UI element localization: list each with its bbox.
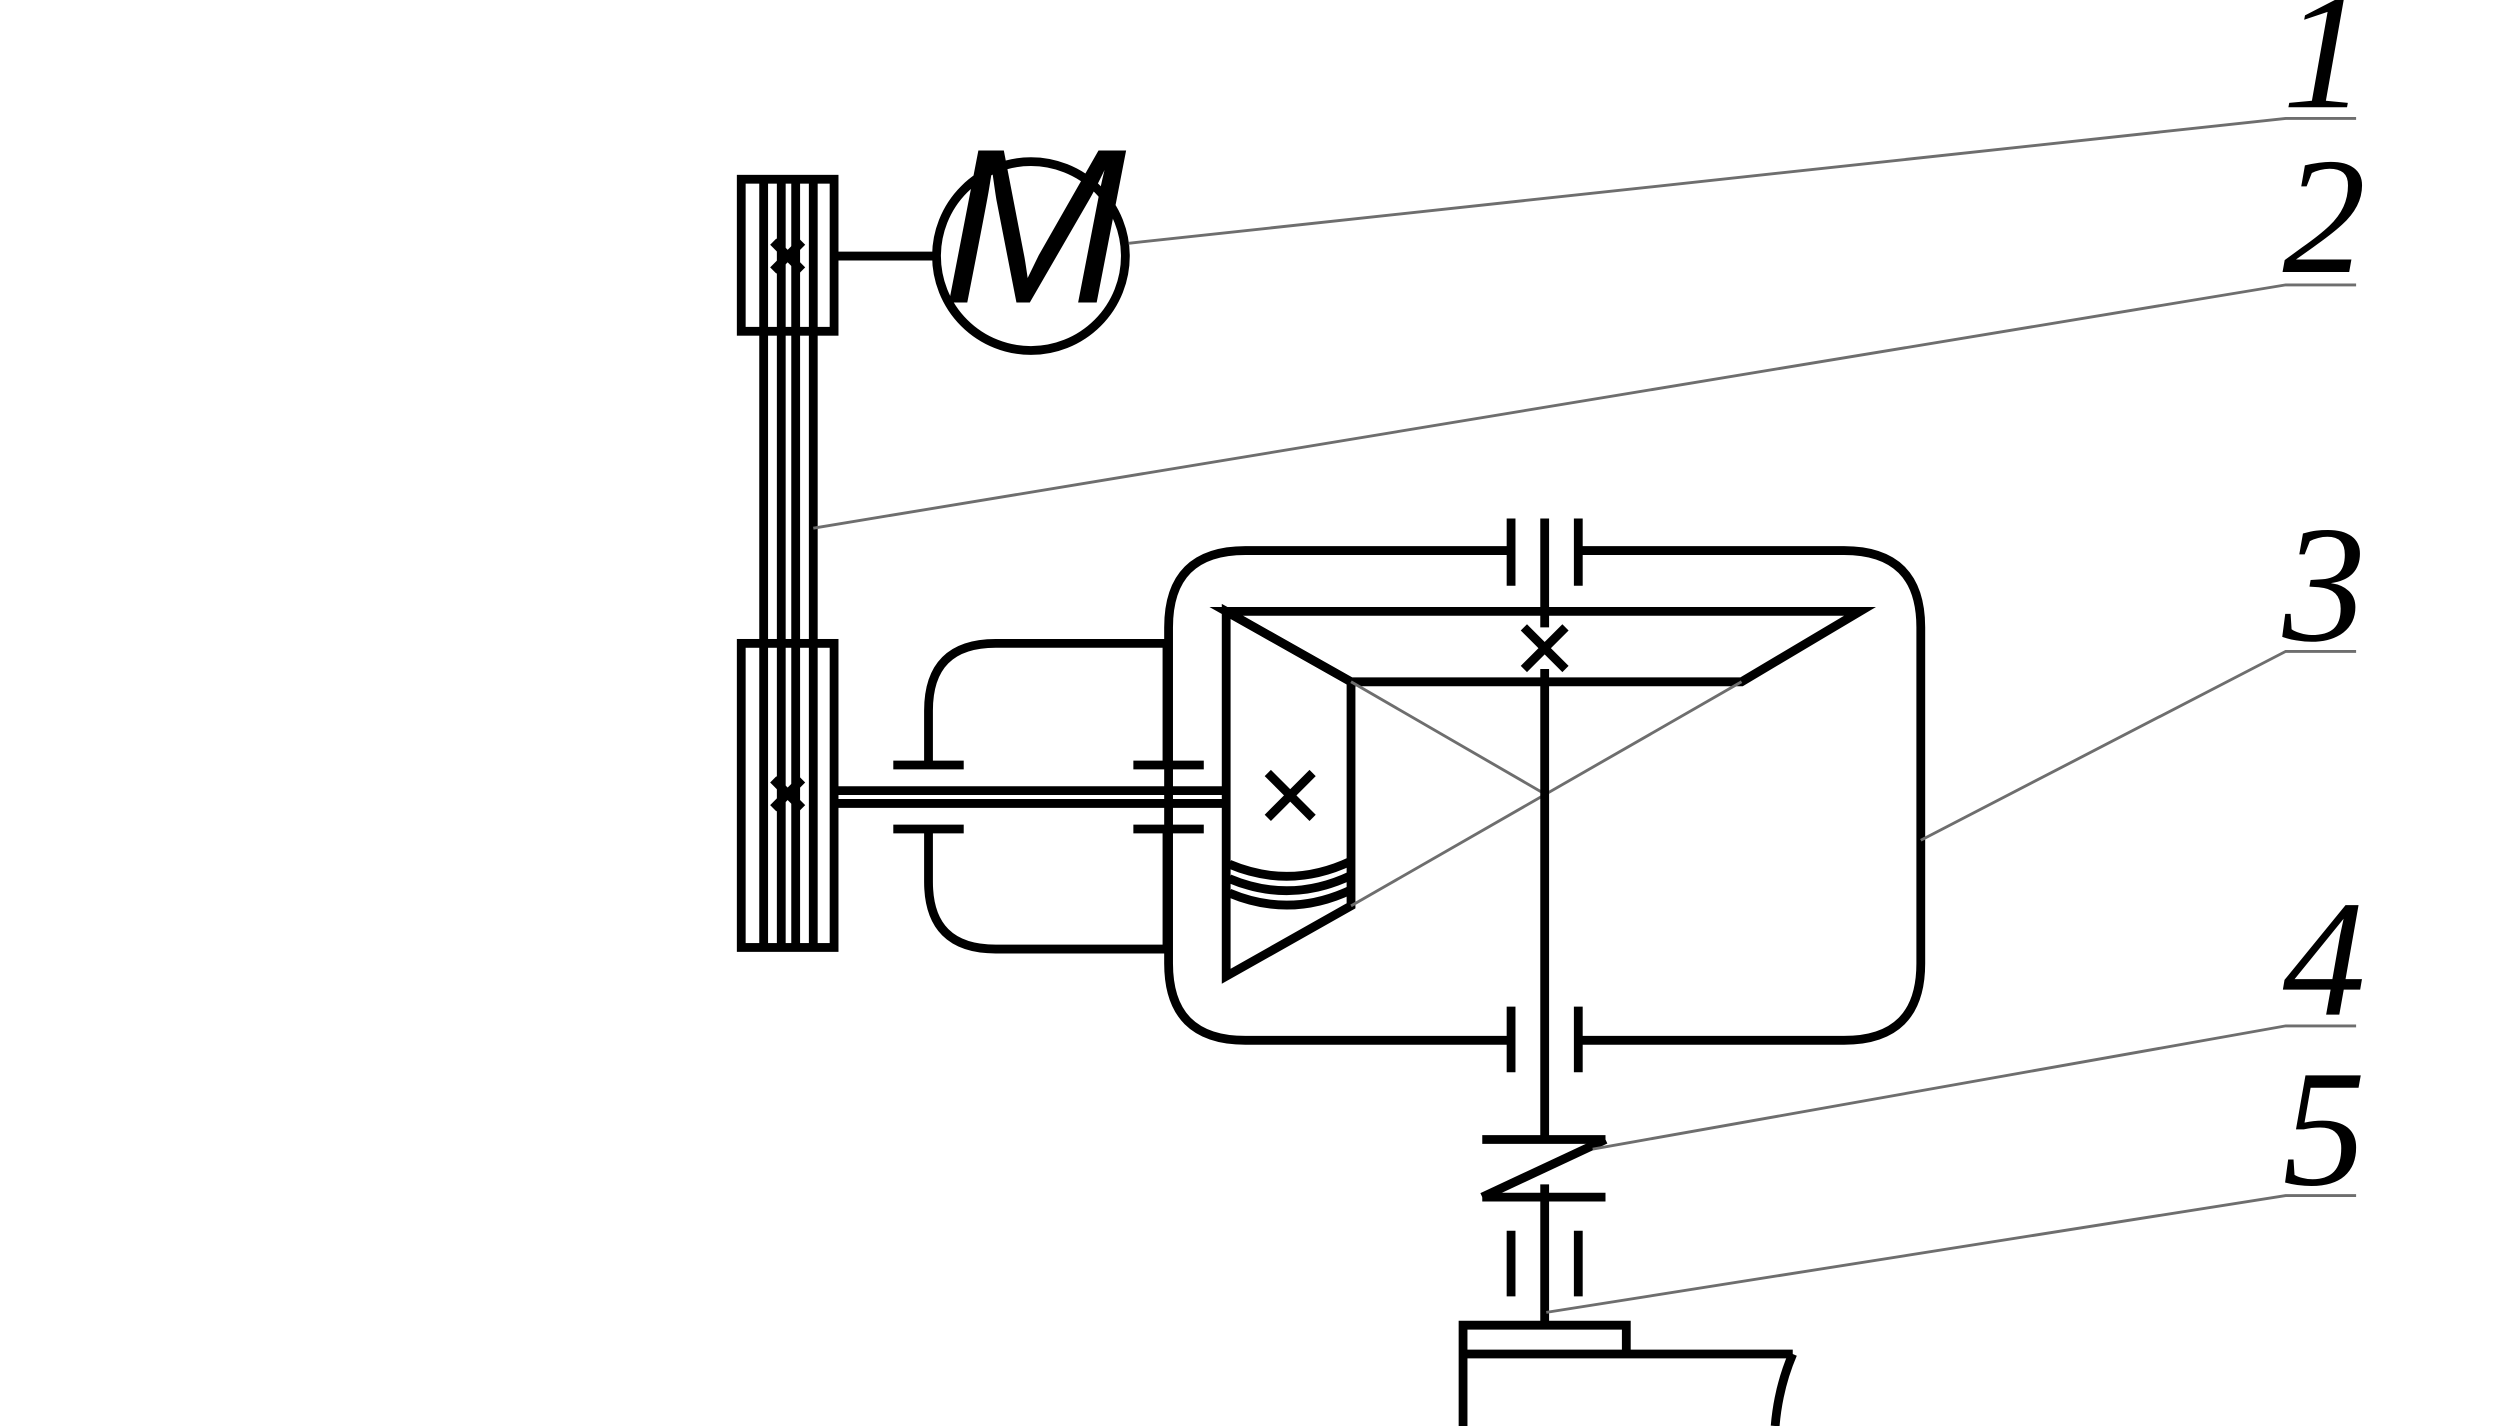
motor-symbol: M (942, 102, 1126, 349)
pinion-fix-cross (1264, 769, 1316, 821)
leader-2 (813, 283, 2357, 530)
lower-pulley (736, 638, 839, 952)
input-bearing-housing (924, 638, 1172, 954)
large-gear-fix-cross (1520, 624, 1569, 673)
coupling-diagonal (1480, 1135, 1608, 1202)
callout-number-2: 2 (2282, 125, 2365, 309)
motor-circle (932, 157, 1130, 355)
callout-numbers: 1 2 3 4 5 (2281, 0, 2365, 1221)
lower-pulley-fix-cross (770, 776, 806, 812)
leader-3 (1920, 649, 2357, 842)
pitch-cone-line-a (1350, 680, 1546, 796)
upper-pulley-fix-cross (770, 238, 806, 274)
callout-number-5: 5 (2282, 1037, 2365, 1221)
callout-number-1: 1 (2282, 0, 2365, 144)
electric-motor: M (834, 102, 1130, 355)
callout-number-4: 4 (2282, 868, 2365, 1052)
working-body-support (1458, 1230, 1797, 1426)
gearbox-housing (1164, 518, 1926, 1073)
pinion-teeth-arc-2 (1227, 871, 1353, 896)
working-body-edge (1770, 1352, 1797, 1426)
leader-4 (1592, 1024, 2357, 1151)
leader-1 (1128, 116, 2357, 245)
pinion-teeth-arc-3 (1227, 885, 1353, 910)
leader-5 (1546, 1194, 2357, 1314)
shaft-flange (1458, 1320, 1631, 1426)
clutch-coupling (1480, 1135, 1608, 1202)
callout-leaders (813, 116, 2357, 1314)
callout-number-3: 3 (2281, 493, 2365, 677)
pinion-teeth-arc-1 (1227, 857, 1353, 881)
belt-drive (736, 174, 839, 952)
